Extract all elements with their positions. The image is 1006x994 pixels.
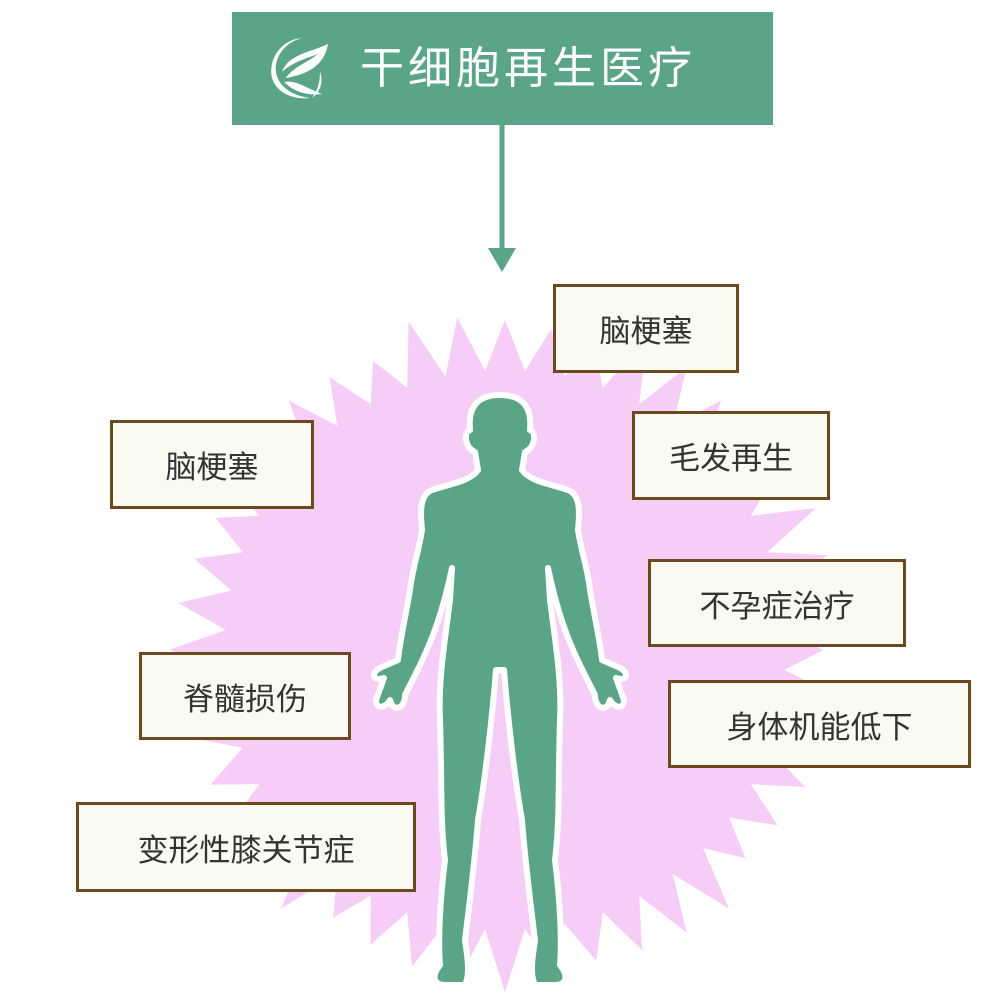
human-body-silhouette [371,392,629,988]
leaf-icon [271,38,328,99]
label-cerebral-infarction-left: 脑梗塞 [110,420,314,509]
banner-title: 干细胞再生医疗 [360,43,696,94]
arrow-head [488,248,516,272]
label-cerebral-infarction-right: 脑梗塞 [553,284,739,373]
label-knee-osteoarthritis: 变形性膝关节症 [76,802,416,892]
label-physical-decline: 身体机能低下 [668,680,971,768]
label-hair-regeneration: 毛发再生 [632,411,830,500]
title-banner: 干细胞再生医疗 [232,12,773,125]
label-spinal-cord-injury: 脊髓损伤 [139,652,351,740]
label-infertility-treatment: 不孕症治疗 [648,559,906,647]
